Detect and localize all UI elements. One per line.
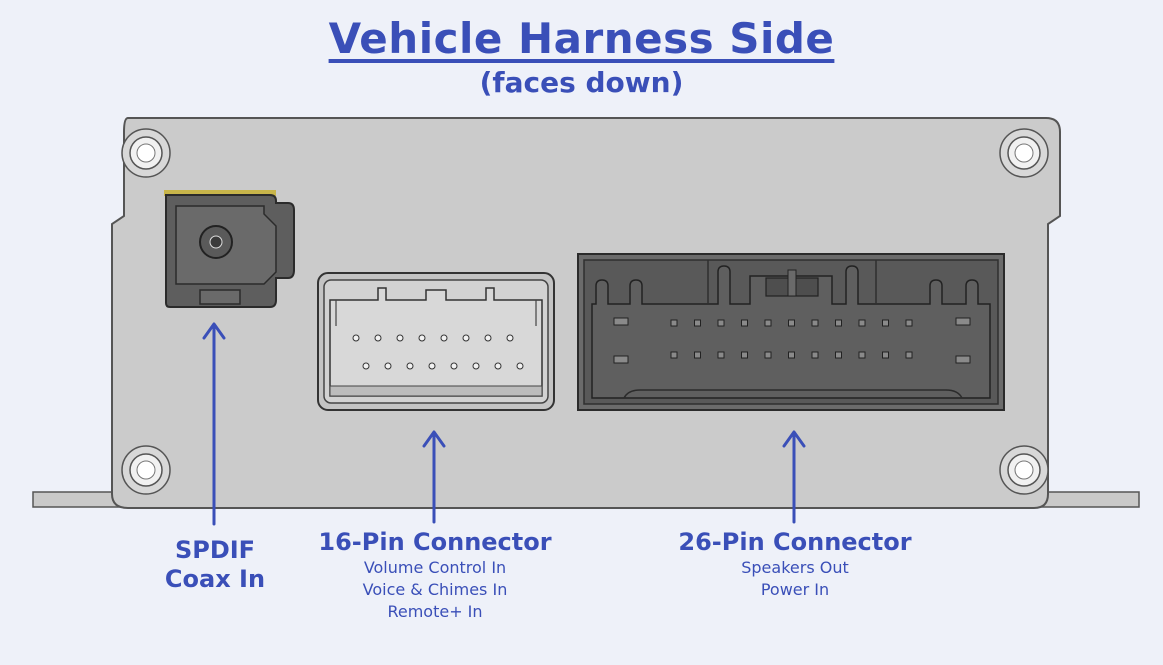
pin-hole — [418, 334, 426, 342]
pin-socket — [835, 351, 842, 359]
pin-hole — [352, 334, 360, 342]
pin26-desc-2: Power In — [760, 580, 830, 599]
pin-hole — [406, 362, 414, 370]
pin-socket — [858, 319, 866, 327]
arrow-16-pin — [422, 430, 446, 524]
arrow-spdif — [202, 322, 226, 526]
pin-socket — [670, 351, 678, 359]
connector-16-pin — [317, 272, 555, 411]
pin-socket — [764, 319, 772, 327]
diagram-subtitle: (faces down) — [479, 66, 684, 99]
pin-socket — [788, 351, 795, 359]
pin16-desc-3: Remote+ In — [387, 602, 483, 621]
pin-socket — [882, 351, 889, 359]
pin-hole — [428, 362, 436, 370]
pin-socket — [858, 351, 866, 359]
arrow-26-pin — [782, 430, 806, 524]
pin16-desc-2: Voice & Chimes In — [362, 580, 508, 599]
pin-socket — [811, 351, 819, 359]
pin-socket — [717, 319, 725, 327]
pin-socket — [882, 319, 889, 327]
pin-socket — [788, 319, 795, 327]
pin-hole — [384, 362, 392, 370]
pin-socket — [741, 319, 748, 327]
connector-26-pin — [577, 253, 1005, 411]
pin-socket — [905, 351, 913, 359]
pin-socket — [717, 351, 725, 359]
pin-hole — [396, 334, 404, 342]
screw-hole-top-left — [121, 128, 171, 178]
pin26-desc-1: Speakers Out — [741, 558, 849, 577]
spdif-label-line2: Coax In — [164, 565, 266, 593]
pin16-heading: 16-Pin Connector — [318, 528, 552, 556]
pin-hole — [450, 362, 458, 370]
pin-socket — [694, 319, 701, 327]
spdif-coax-jack — [164, 190, 295, 308]
pin-socket — [670, 319, 678, 327]
screw-hole-bottom-left — [121, 445, 171, 495]
pin-socket — [905, 319, 913, 327]
pin-hole — [440, 334, 448, 342]
pin-hole — [472, 362, 480, 370]
pin-hole — [484, 334, 492, 342]
pin-socket — [741, 351, 748, 359]
spdif-label-line1: SPDIF — [174, 536, 256, 564]
pin-hole — [362, 362, 370, 370]
screw-hole-top-right — [999, 128, 1049, 178]
diagram-title: Vehicle Harness Side — [328, 14, 835, 63]
pin-socket — [811, 319, 819, 327]
screw-hole-bottom-right — [999, 445, 1049, 495]
pin-hole — [462, 334, 470, 342]
pin-hole — [516, 362, 524, 370]
pin26-heading: 26-Pin Connector — [678, 528, 912, 556]
pin-socket — [835, 319, 842, 327]
pin-hole — [494, 362, 502, 370]
pin-hole — [506, 334, 514, 342]
pin-socket — [764, 351, 772, 359]
pin-socket — [694, 351, 701, 359]
pin-hole — [374, 334, 382, 342]
pin16-desc-1: Volume Control In — [363, 558, 507, 577]
